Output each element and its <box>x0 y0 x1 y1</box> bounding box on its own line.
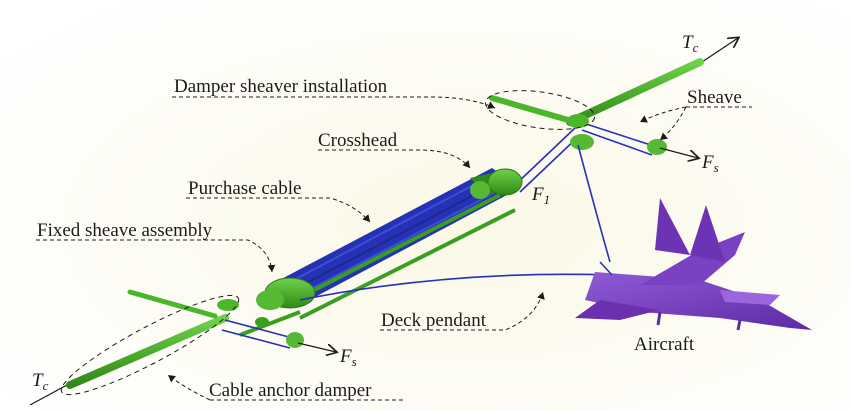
leader-sheave-1 <box>639 106 687 123</box>
cable-strand <box>274 171 499 291</box>
cable-line <box>579 121 661 149</box>
leader-deck-pendant <box>380 291 545 331</box>
leader-sheave-2 <box>659 106 687 141</box>
label-damper-sheave-installation: Damper sheaver installation <box>174 76 388 97</box>
guide-rail <box>299 208 516 320</box>
sheave-wheel <box>647 139 667 155</box>
leader-crosshead <box>318 149 471 169</box>
lower-sheave-wheel <box>286 332 304 348</box>
deck-pendant-cable <box>299 144 613 301</box>
label-fixed-sheave-assembly: Fixed sheave assembly <box>37 220 213 241</box>
purchase-cable-bundle <box>221 121 661 349</box>
crosshead-assembly <box>470 168 523 199</box>
guide-rail <box>239 310 301 337</box>
label-purchase-cable: Purchase cable <box>188 178 301 199</box>
leader-anchor <box>167 374 211 401</box>
guide-rail <box>284 193 501 307</box>
anchor-dashed-outline <box>60 294 240 396</box>
label-aircraft: Aircraft <box>634 334 695 355</box>
lower-anchor-rod <box>66 314 229 389</box>
damper-dashed-outline <box>484 90 596 130</box>
cable-strand <box>289 182 514 301</box>
leader-fixed-sheave <box>36 239 276 273</box>
upper-damper-rod <box>566 58 704 126</box>
cable-line <box>581 129 653 156</box>
symbol-fs-right: Fs <box>701 152 719 175</box>
damper-sheave <box>567 114 667 155</box>
fs-right-arrow <box>659 147 698 158</box>
upper-side-rod <box>489 95 578 125</box>
cable-line <box>221 329 291 349</box>
lower-side-rod <box>127 289 218 319</box>
fs-bottom-arrow <box>297 342 336 352</box>
aircraft-icon <box>575 198 812 331</box>
symbol-fs-bottom: Fs <box>339 346 357 369</box>
leader-damper <box>172 96 496 109</box>
symbol-tc-top: Tc <box>682 32 699 55</box>
label-sheave: Sheave <box>687 87 742 108</box>
label-cable-anchor-damper: Cable anchor damper <box>209 380 372 401</box>
cable-line <box>514 127 576 186</box>
label-crosshead: Crosshead <box>318 130 398 151</box>
symbol-f1: F1 <box>531 184 550 207</box>
main-rod <box>29 38 738 406</box>
fixed-sheave-assembly <box>217 277 316 348</box>
cable-line <box>519 134 581 193</box>
label-deck-pendant: Deck pendant <box>381 310 487 331</box>
cable-strand <box>281 177 507 297</box>
symbol-tc-bottom: Tc <box>32 370 49 393</box>
